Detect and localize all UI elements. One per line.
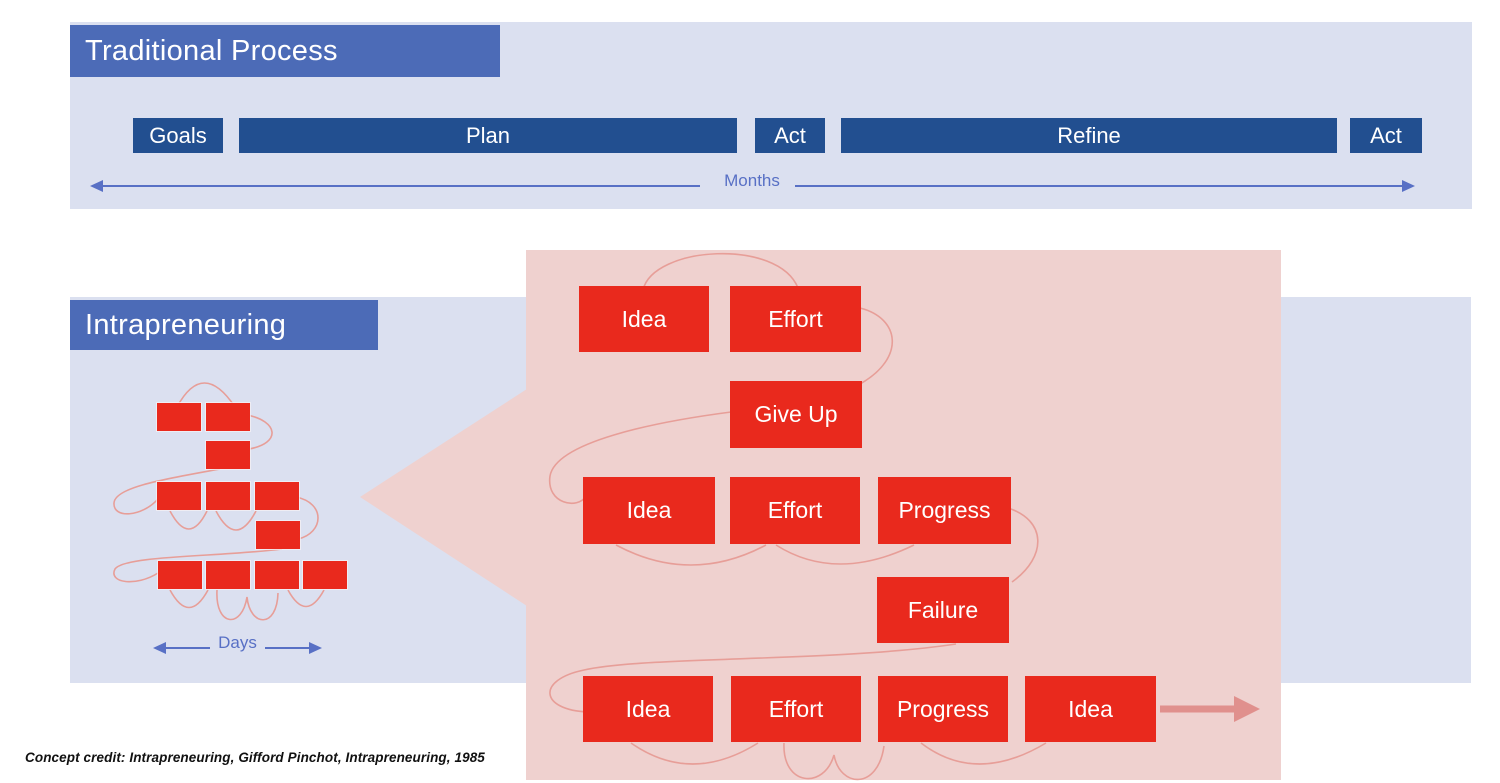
step-plan: Plan: [239, 118, 737, 153]
months-label: Months: [724, 171, 780, 190]
traditional-process-band: Traditional Process Goals Plan Act Refin…: [70, 22, 1472, 209]
concept-credit: Concept credit: Intrapreneuring, Gifford…: [25, 750, 485, 765]
mini-process-box: [254, 481, 300, 511]
intrapreneuring-callout: Idea Effort Give Up Idea Effort Progress…: [526, 250, 1281, 781]
callout-box-progress: Progress: [878, 477, 1011, 544]
mini-process-box: [205, 440, 251, 470]
months-arrow-right-icon: [795, 179, 1415, 193]
traditional-process-title: Traditional Process: [70, 25, 500, 77]
mini-process-box: [254, 560, 300, 590]
callout-box-idea: Idea: [583, 676, 713, 742]
magnifier-beak-icon: [360, 387, 530, 608]
mini-process-box: [255, 520, 301, 550]
days-arrow-right-icon: [265, 641, 322, 655]
callout-box-failure: Failure: [877, 577, 1009, 643]
callout-box-effort: Effort: [730, 286, 861, 352]
step-act: Act: [755, 118, 825, 153]
callout-box-progress: Progress: [878, 676, 1008, 742]
mini-process-box: [157, 560, 203, 590]
callout-box-effort: Effort: [731, 676, 861, 742]
callout-box-effort: Effort: [730, 477, 860, 544]
step-refine: Refine: [841, 118, 1337, 153]
step-act-2: Act: [1350, 118, 1422, 153]
intrapreneuring-title: Intrapreneuring: [70, 300, 378, 350]
days-label: Days: [218, 633, 257, 652]
callout-box-idea: Idea: [583, 477, 715, 544]
mini-process-box: [156, 481, 202, 511]
mini-process-box: [205, 560, 251, 590]
callout-box-give-up: Give Up: [730, 381, 862, 448]
months-arrow-left-icon: [90, 179, 700, 193]
mini-process-box: [156, 402, 202, 432]
step-goals: Goals: [133, 118, 223, 153]
callout-box-idea: Idea: [579, 286, 709, 352]
mini-process-box: [302, 560, 348, 590]
days-arrow-left-icon: [153, 641, 210, 655]
mini-process-box: [205, 402, 251, 432]
mini-process-box: [205, 481, 251, 511]
callout-box-idea: Idea: [1025, 676, 1156, 742]
continue-arrow-icon: [1160, 696, 1260, 722]
mini-process-connectors: [113, 382, 325, 621]
